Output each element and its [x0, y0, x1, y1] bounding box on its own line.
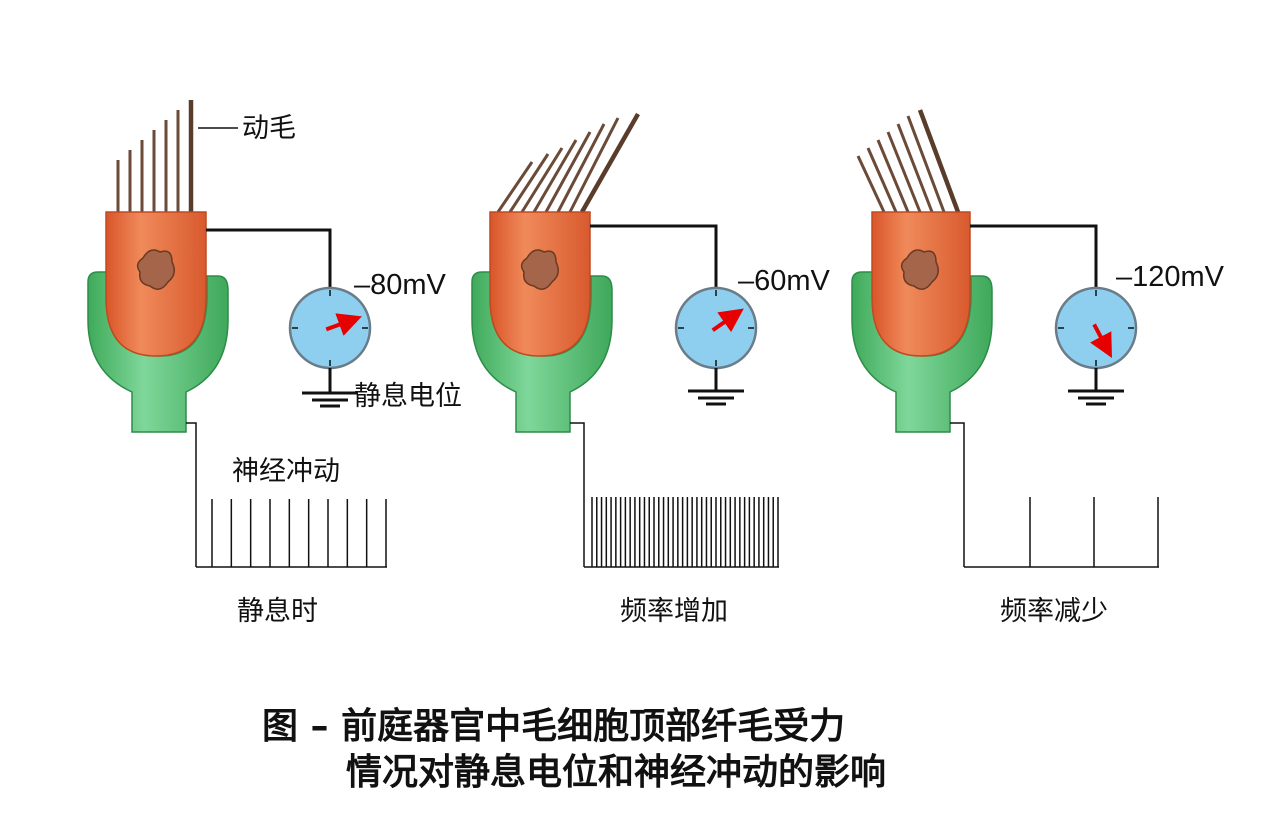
kinocilium [580, 112, 640, 214]
resting-potential-label: 静息电位 [354, 381, 462, 412]
nerve-fiber-line [950, 422, 965, 567]
figure-caption-line1: 图 – 前庭器官中毛细胞顶部纤毛受力 [262, 706, 845, 747]
nucleus [520, 249, 559, 290]
voltage-readout-1: –80mV [354, 269, 447, 301]
ground-symbol [302, 368, 358, 408]
kinocilium-label: 动毛 [242, 113, 296, 144]
panel-increase [471, 112, 779, 568]
kinocilium [917, 109, 961, 213]
state-label-2: 频率增加 [620, 596, 728, 627]
state-label-1: 静息时 [237, 596, 318, 627]
impulse-train [211, 499, 387, 567]
voltage-readout-2: –60mV [738, 265, 831, 297]
nerve-impulse-label: 神经冲动 [232, 456, 340, 487]
ground-symbol [1068, 368, 1124, 406]
electrode-wire [206, 228, 332, 288]
impulse-train [1029, 497, 1159, 567]
meter-needle [711, 308, 744, 333]
nerve-fiber-line [186, 422, 197, 567]
nucleus [900, 249, 939, 290]
voltage-readout-3: –120mV [1116, 261, 1225, 293]
figure-caption-line2: 情况对静息电位和神经冲动的影响 [346, 752, 886, 793]
stereocilia-bundle [496, 117, 620, 213]
electrode-wire [970, 224, 1098, 288]
state-label-3: 频率减少 [1000, 596, 1108, 627]
electrode-wire [590, 224, 718, 288]
meter-needle [1090, 323, 1112, 359]
nerve-fiber-line [570, 422, 585, 567]
meter-needle [325, 313, 362, 336]
ground-symbol [688, 368, 744, 406]
nucleus [136, 249, 175, 290]
panel-resting [87, 100, 387, 568]
stereocilia-bundle [856, 115, 946, 213]
impulse-train [591, 497, 779, 567]
stereocilia-bundle [116, 110, 180, 212]
panel-decrease [851, 109, 1159, 568]
